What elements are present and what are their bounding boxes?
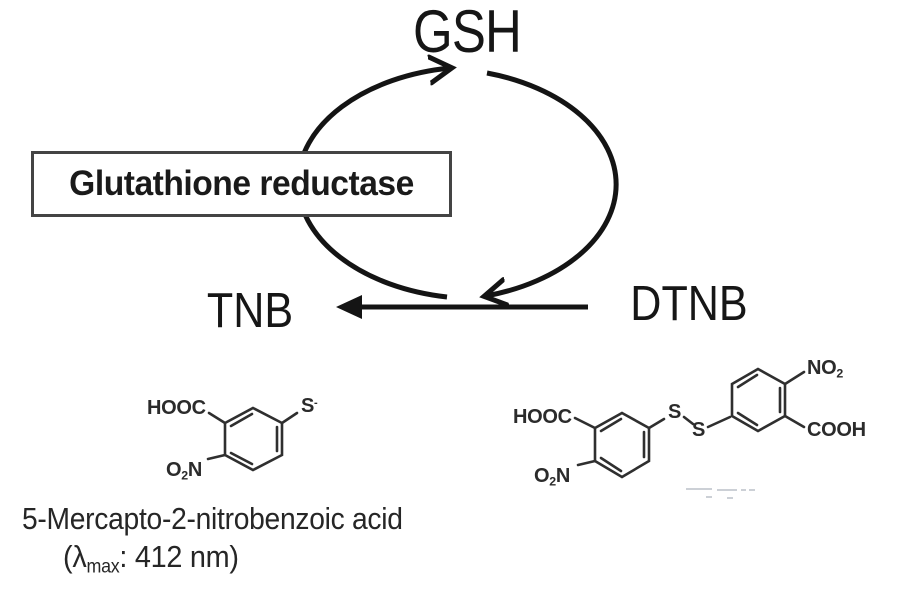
dtnb-s2-bond xyxy=(706,415,732,429)
dtnb-structure-drawing xyxy=(573,367,806,479)
cycle-arc-right-arrow xyxy=(486,70,619,296)
glutathione-reductase-box: Glutathione reductase xyxy=(31,151,452,217)
dtnb-nitro-right-pre: NO xyxy=(807,357,837,379)
dtnb-hooc-label: HOOC xyxy=(513,406,572,428)
dtnb-nitro-left-pre: O xyxy=(534,465,550,487)
dtnb-s1-bond xyxy=(647,417,666,430)
tnb-nitro-pre: O xyxy=(166,459,182,481)
dtnb-nitro-right-label: NO2 xyxy=(807,358,843,380)
lambda-max-note: (λmax: 412 nm) xyxy=(63,541,239,577)
lambda-value: : 412 nm) xyxy=(119,539,239,574)
gsh-label: GSH xyxy=(413,0,522,65)
tnb-thiolate-bond xyxy=(280,411,299,425)
dtnb-nitro-left-sub: 2 xyxy=(549,474,556,489)
tnb-thiolate-base: S xyxy=(301,395,315,417)
dtnb-double-bond xyxy=(599,456,623,473)
dtnb-double-bond xyxy=(736,411,759,427)
tnb-nitro-bond xyxy=(206,453,227,461)
dtnb-nitro-left-post: N xyxy=(555,465,571,487)
tnb-hooc-label: HOOC xyxy=(147,397,206,419)
dtnb-nitro-right-bond xyxy=(783,370,806,386)
tnb-nitro-label: O2N xyxy=(166,460,202,482)
dtnb-disulfide-bond xyxy=(682,415,695,426)
tnb-nitro-sub: 2 xyxy=(181,468,188,483)
dtnb-double-bond xyxy=(599,417,623,433)
tnb-thiolate-charge: - xyxy=(314,396,318,409)
dtnb-label: DTNB xyxy=(630,277,748,331)
tnb-hooc-bond xyxy=(207,411,227,425)
dtnb-cooh-label: COOH xyxy=(807,419,866,441)
tnb-label: TNB xyxy=(206,284,294,338)
dtnb-nitro-left-bond xyxy=(576,459,597,467)
tnb-thiolate-label: S- xyxy=(301,395,318,417)
tnb-nitro-post: N xyxy=(187,459,203,481)
tnb-double-bond xyxy=(229,412,254,428)
tnb-benzene-ring xyxy=(223,406,284,472)
glutathione-reductase-label: Glutathione reductase xyxy=(69,164,414,203)
tnb-double-bond xyxy=(229,451,254,466)
dtnb-cooh-bond xyxy=(783,414,806,429)
dtnb-double-bond xyxy=(736,373,759,389)
tnb-structure-drawing xyxy=(206,406,299,472)
tnb-compound-name: 5-Mercapto-2-nitrobenzoic acid xyxy=(22,501,403,536)
dtnb-sulfur2-label: S xyxy=(692,419,706,441)
lambda-sub: max xyxy=(86,556,120,578)
watermark-remnant xyxy=(686,488,755,499)
dtnb-left-ring xyxy=(593,411,651,479)
dtnb-sulfur1-label: S xyxy=(668,401,682,423)
dtnb-nitro-right-sub: 2 xyxy=(836,366,843,381)
lambda-open: (λ xyxy=(63,539,87,574)
dtnb-hooc-bond xyxy=(573,416,597,430)
dtnb-right-ring xyxy=(730,367,787,433)
dtnb-nitro-left-label: O2N xyxy=(534,466,570,488)
